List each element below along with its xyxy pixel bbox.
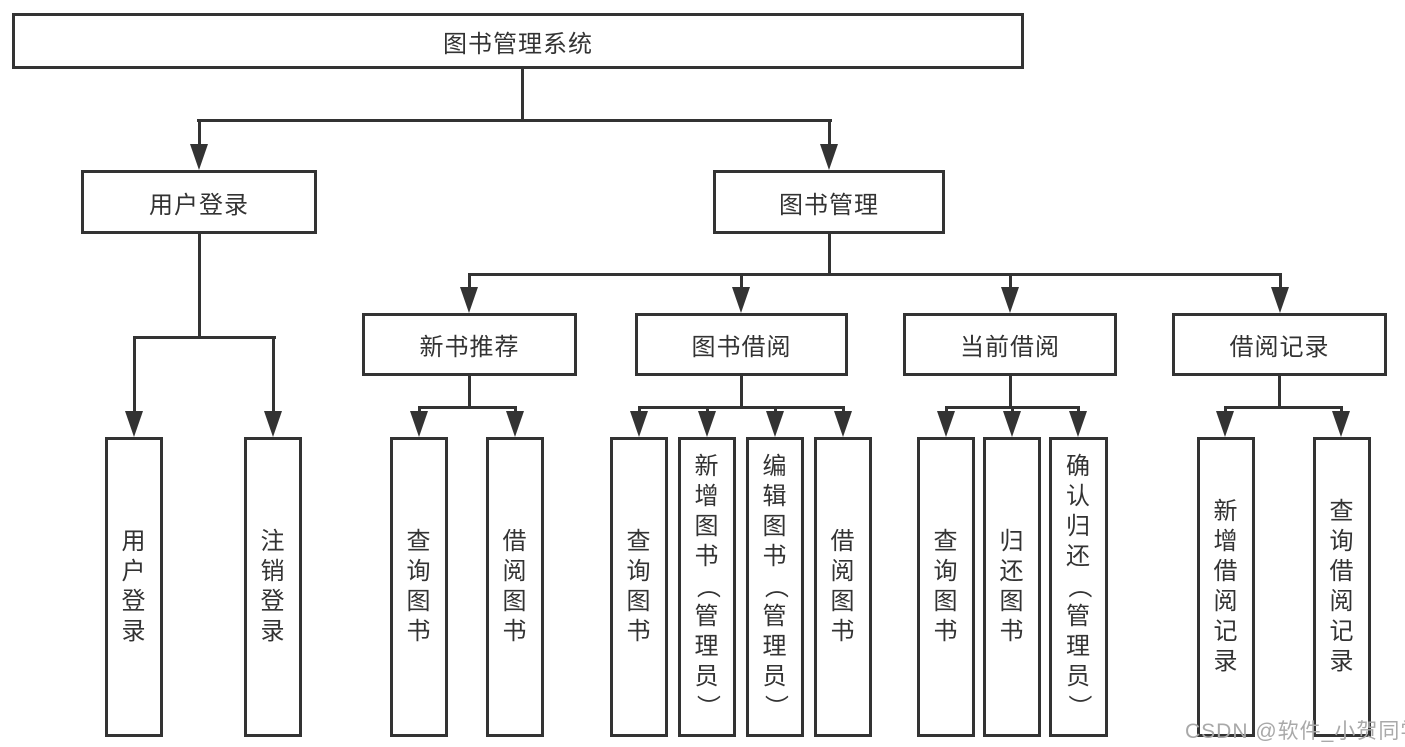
leaf-query-borrow-record: 查询借阅记录 — [1313, 437, 1371, 737]
node-label: 借阅记录 — [1229, 334, 1330, 361]
arrowhead-down — [698, 411, 716, 437]
leaf-logout: 注销登录 — [244, 437, 302, 737]
connector-line — [1278, 376, 1281, 409]
arrowhead-down — [1001, 287, 1019, 313]
connector-line — [638, 406, 641, 414]
node-label: 图书管理系统 — [443, 30, 593, 58]
connector-line — [638, 406, 845, 409]
connector-line — [514, 406, 517, 414]
node-new-book-recommend: 新书推荐 — [362, 313, 577, 376]
node-label: 查询图书 — [406, 528, 432, 645]
connector-line — [272, 336, 275, 414]
connector-line — [468, 273, 471, 290]
connector-line — [740, 273, 743, 290]
arrowhead-down — [1069, 411, 1087, 437]
node-label: 查询图书 — [933, 528, 959, 645]
node-borrowing-records: 借阅记录 — [1172, 313, 1387, 376]
connector-line — [418, 406, 517, 409]
node-label: 查询图书 — [626, 528, 652, 645]
connector-line — [197, 119, 832, 122]
arrowhead-down — [460, 287, 478, 313]
connector-line — [828, 234, 831, 276]
connector-line — [1340, 406, 1343, 414]
arrowhead-down — [766, 411, 784, 437]
connector-line — [1009, 376, 1012, 409]
connector-line — [1279, 273, 1282, 290]
leaf-query-books-borrowing: 查询图书 — [610, 437, 668, 737]
leaf-return-books: 归还图书 — [983, 437, 1041, 737]
connector-line — [1224, 406, 1227, 414]
arrowhead-down — [1332, 411, 1350, 437]
arrowhead-down — [125, 411, 143, 437]
connector-line — [774, 406, 777, 414]
arrowhead-down — [937, 411, 955, 437]
node-label: 注销登录 — [260, 528, 286, 645]
leaf-query-books-current: 查询图书 — [917, 437, 975, 737]
arrowhead-down — [410, 411, 428, 437]
connector-line — [198, 119, 201, 147]
connector-line — [706, 406, 709, 414]
connector-line — [842, 406, 845, 414]
node-label: 用户登录 — [149, 191, 249, 219]
node-label: 确认归还（管理员） — [1065, 453, 1093, 720]
connector-line — [468, 273, 1282, 276]
arrowhead-down — [834, 411, 852, 437]
arrowhead-down — [1003, 411, 1021, 437]
leaf-borrow-books-recommend: 借阅图书 — [486, 437, 544, 737]
arrowhead-down — [190, 144, 208, 170]
arrowhead-down — [264, 411, 282, 437]
connector-line — [133, 336, 276, 339]
node-label: 新书推荐 — [419, 334, 520, 361]
leaf-add-borrow-record: 新增借阅记录 — [1197, 437, 1255, 737]
leaf-user-login: 用户登录 — [105, 437, 163, 737]
leaf-query-books-recommend: 查询图书 — [390, 437, 448, 737]
connector-line — [198, 233, 201, 339]
connector-line — [468, 376, 471, 409]
arrowhead-down — [732, 287, 750, 313]
leaf-confirm-return-admin: 确认归还（管理员） — [1049, 437, 1108, 737]
leaf-add-books-admin: 新增图书（管理员） — [678, 437, 736, 737]
connector-line — [418, 406, 421, 414]
node-label: 借阅图书 — [830, 528, 856, 645]
node-label: 用户登录 — [121, 528, 147, 645]
node-label: 新增图书（管理员） — [694, 453, 721, 720]
arrowhead-down — [1216, 411, 1234, 437]
arrowhead-down — [506, 411, 524, 437]
connector-line — [945, 406, 948, 414]
connector-line — [1077, 406, 1080, 414]
connector-line — [1009, 273, 1012, 290]
node-book-management: 图书管理 — [713, 170, 945, 234]
node-label: 图书管理 — [779, 191, 879, 219]
connector-line — [828, 119, 831, 147]
node-book-borrowing: 图书借阅 — [635, 313, 848, 376]
leaf-edit-books-admin: 编辑图书（管理员） — [746, 437, 804, 737]
connector-line — [1224, 406, 1343, 409]
connector-line — [740, 376, 743, 409]
node-label: 编辑图书（管理员） — [762, 453, 789, 720]
node-label: 图书借阅 — [691, 334, 792, 361]
node-label: 查询借阅记录 — [1329, 498, 1355, 675]
node-label: 归还图书 — [999, 528, 1025, 645]
arrowhead-down — [630, 411, 648, 437]
node-label: 当前借阅 — [960, 334, 1060, 361]
node-label: 新增借阅记录 — [1213, 498, 1239, 675]
node-current-borrowing: 当前借阅 — [903, 313, 1117, 376]
leaf-borrow-books-borrowing: 借阅图书 — [814, 437, 872, 737]
node-label: 借阅图书 — [502, 528, 528, 645]
connector-line — [521, 69, 524, 122]
csdn-watermark: CSDN @软件_小贺同学 — [1185, 720, 1405, 743]
connector-line — [133, 336, 136, 414]
connector-line — [1011, 406, 1014, 414]
node-root-library-system: 图书管理系统 — [12, 13, 1024, 69]
node-user-login: 用户登录 — [81, 170, 317, 234]
arrowhead-down — [820, 144, 838, 170]
arrowhead-down — [1271, 287, 1289, 313]
